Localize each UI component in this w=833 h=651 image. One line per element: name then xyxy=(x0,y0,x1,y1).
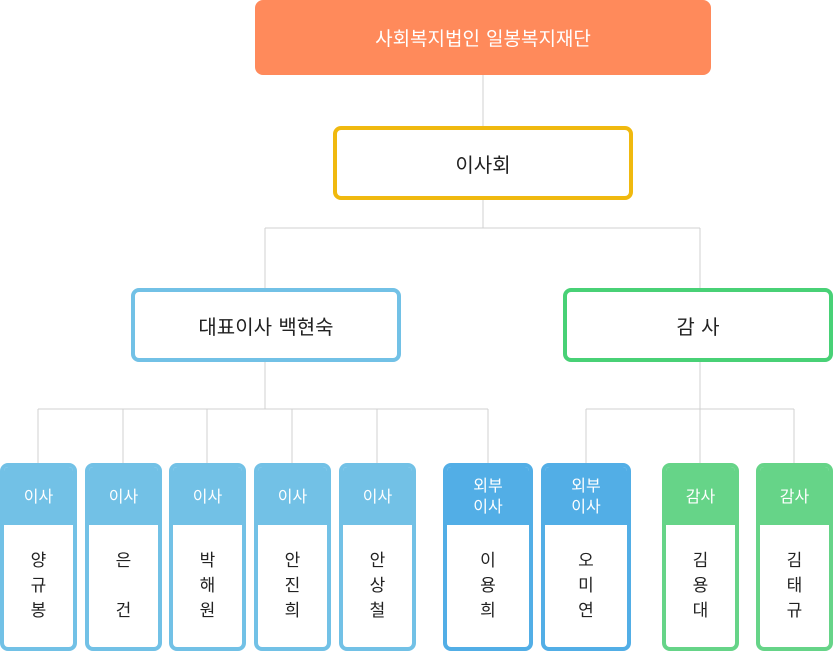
member-card: 감사 김 태 규 xyxy=(756,463,833,651)
member-role: 감사 xyxy=(666,467,735,525)
member-name: 오 미 연 xyxy=(578,550,594,621)
member-role: 외부 이사 xyxy=(447,467,529,525)
member-card: 외부 이사 이 용 희 xyxy=(443,463,533,651)
auditor-box: 감 사 xyxy=(563,288,833,362)
board-label: 이사회 xyxy=(455,152,511,177)
member-card: 외부 이사 오 미 연 xyxy=(541,463,631,651)
member-role: 이사 xyxy=(89,467,158,525)
member-role: 감사 xyxy=(760,467,829,525)
member-name: 김 태 규 xyxy=(786,550,803,621)
member-name: 양 규 봉 xyxy=(30,550,47,621)
member-card: 이사 안 진 희 xyxy=(254,463,331,651)
member-role: 이사 xyxy=(173,467,242,525)
board-box: 이사회 xyxy=(333,126,633,200)
member-name: 김 용 대 xyxy=(692,550,709,621)
member-name: 이 용 희 xyxy=(480,550,496,621)
member-role: 외부 이사 xyxy=(545,467,627,525)
member-role: 이사 xyxy=(4,467,73,525)
member-name: 은 건 xyxy=(115,550,132,621)
representative-label: 대표이사 백현숙 xyxy=(198,314,334,339)
member-card: 이사 은 건 xyxy=(85,463,162,651)
foundation-box: 사회복지법인 일봉복지재단 xyxy=(255,0,711,75)
member-card: 이사 박 해 원 xyxy=(169,463,246,651)
member-card: 감사 김 용 대 xyxy=(662,463,739,651)
member-role: 이사 xyxy=(343,467,412,525)
representative-box: 대표이사 백현숙 xyxy=(131,288,401,362)
member-name: 안 상 철 xyxy=(369,550,386,621)
foundation-label: 사회복지법인 일봉복지재단 xyxy=(375,28,591,50)
member-card: 이사 안 상 철 xyxy=(339,463,416,651)
member-card: 이사 양 규 봉 xyxy=(0,463,77,651)
auditor-label: 감 사 xyxy=(676,314,720,339)
member-name: 안 진 희 xyxy=(284,550,301,621)
member-role: 이사 xyxy=(258,467,327,525)
member-name: 박 해 원 xyxy=(199,550,216,621)
